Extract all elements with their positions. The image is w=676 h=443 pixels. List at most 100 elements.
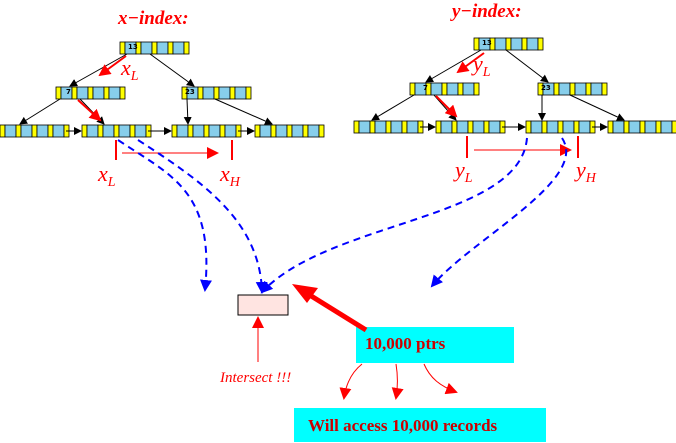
node-key-slot [374, 120, 387, 134]
x-root-key: 13 [128, 43, 138, 51]
node-pointer-slot [71, 86, 78, 100]
node-pointer-slot [318, 124, 325, 138]
node-key-slot [612, 120, 625, 134]
node-pointer-slot [457, 82, 464, 96]
y-tree-pointer [569, 94, 625, 121]
node-pointer-slot [47, 124, 54, 138]
node-pointer-slot [525, 120, 532, 134]
node-pointer-slot [103, 86, 110, 100]
node-key-slot [358, 120, 371, 134]
node-key-slot [430, 82, 443, 96]
y-search-arrow [435, 95, 458, 118]
x-tree-pointer [214, 98, 273, 125]
node-key-slot [510, 37, 523, 51]
x-tree-pointer [183, 98, 192, 125]
y-right-internal-node [537, 82, 608, 96]
y-leaf-node [607, 120, 676, 134]
y-high-label: yH [574, 157, 597, 186]
y-root-node [473, 37, 544, 51]
y-right-dashed-arrow [430, 137, 568, 288]
node-key-slot [259, 124, 272, 138]
node-pointer-slot [601, 82, 608, 96]
x-leaf-node [0, 124, 70, 138]
node-pointer-slot [213, 86, 220, 100]
node-key-slot [234, 86, 247, 100]
node-pointer-slot [0, 124, 6, 138]
records-box [294, 408, 546, 442]
node-key-slot [494, 37, 507, 51]
y-leaf-node [525, 120, 596, 134]
x-high-label: xH [219, 161, 241, 190]
y-low-label: yL [453, 157, 473, 186]
ptrs-box [356, 327, 514, 363]
y-right-key: 23 [541, 84, 551, 92]
y-left-internal-node [409, 82, 480, 96]
fanout-arrow-left [339, 363, 363, 400]
node-pointer-slot [203, 124, 210, 138]
node-key-slot [156, 41, 169, 55]
x-tree-pointer [69, 53, 128, 87]
fanout-arrow-middle [391, 363, 404, 400]
node-pointer-slot [55, 86, 62, 100]
x-leaf-node [171, 124, 242, 138]
node-pointer-slot [441, 82, 448, 96]
node-pointer-slot [286, 124, 293, 138]
x-leaf-node [81, 124, 152, 138]
record-pointer-arrows [117, 137, 568, 294]
node-key-slot [36, 124, 49, 138]
node-pointer-slot [409, 82, 416, 96]
node-pointer-slot [254, 124, 261, 138]
y-pointer-label: yL [471, 51, 491, 80]
node-key-slot [140, 41, 153, 55]
node-pointer-slot [573, 120, 580, 134]
node-key-slot [488, 120, 501, 134]
intersect-label: Intersect !!! [219, 370, 291, 386]
node-pointer-slot [119, 41, 126, 55]
node-key-slot [102, 124, 115, 138]
node-key-slot [76, 86, 89, 100]
x-right-internal-node [181, 86, 252, 100]
node-pointer-slot [505, 37, 512, 51]
ptrs-to-result-arrow-shaft [306, 291, 368, 333]
node-pointer-slot [569, 82, 576, 96]
y-index-title: y−index: [450, 1, 522, 22]
x-root-node [119, 41, 190, 55]
x-low-label: xL [97, 161, 116, 190]
node-pointer-slot [302, 124, 309, 138]
node-key-slot [307, 124, 320, 138]
node-key-slot [52, 124, 65, 138]
y-tree-pointer [433, 94, 457, 121]
node-key-slot [440, 120, 453, 134]
node-key-slot [590, 82, 603, 96]
node-key-slot [202, 86, 215, 100]
node-key-slot [462, 82, 475, 96]
node-pointer-slot [585, 82, 592, 96]
node-key-slot [20, 124, 33, 138]
node-pointer-slot [31, 124, 38, 138]
node-key-slot [628, 120, 641, 134]
x-left-dashed-arrow [117, 139, 212, 292]
y-root-key: 13 [482, 39, 492, 47]
node-pointer-slot [655, 120, 662, 134]
x-index-title: x−index: [117, 8, 189, 29]
y-left-dashed-arrow [260, 137, 528, 294]
x-pointer-label: xL [120, 55, 139, 84]
y-left-key: 7 [423, 84, 428, 92]
y-tree-pointer [505, 49, 549, 83]
node-key-slot [558, 82, 571, 96]
node-pointer-slot [639, 120, 646, 134]
node-pointer-slot [467, 120, 474, 134]
node-pointer-slot [187, 124, 194, 138]
x-tree-pointer [149, 53, 195, 87]
node-key-slot [86, 124, 99, 138]
intersection-result-box [237, 294, 289, 316]
fanout-arrow-right [423, 363, 458, 395]
node-pointer-slot [151, 41, 158, 55]
y-index-tree: y−index: yL yL yH 13 7 23 [353, 1, 676, 186]
x-tree-pointer [19, 98, 61, 125]
node-pointer-slot [435, 120, 442, 134]
node-pointer-slot [607, 120, 614, 134]
node-key-slot [291, 124, 304, 138]
node-key-slot [218, 86, 231, 100]
